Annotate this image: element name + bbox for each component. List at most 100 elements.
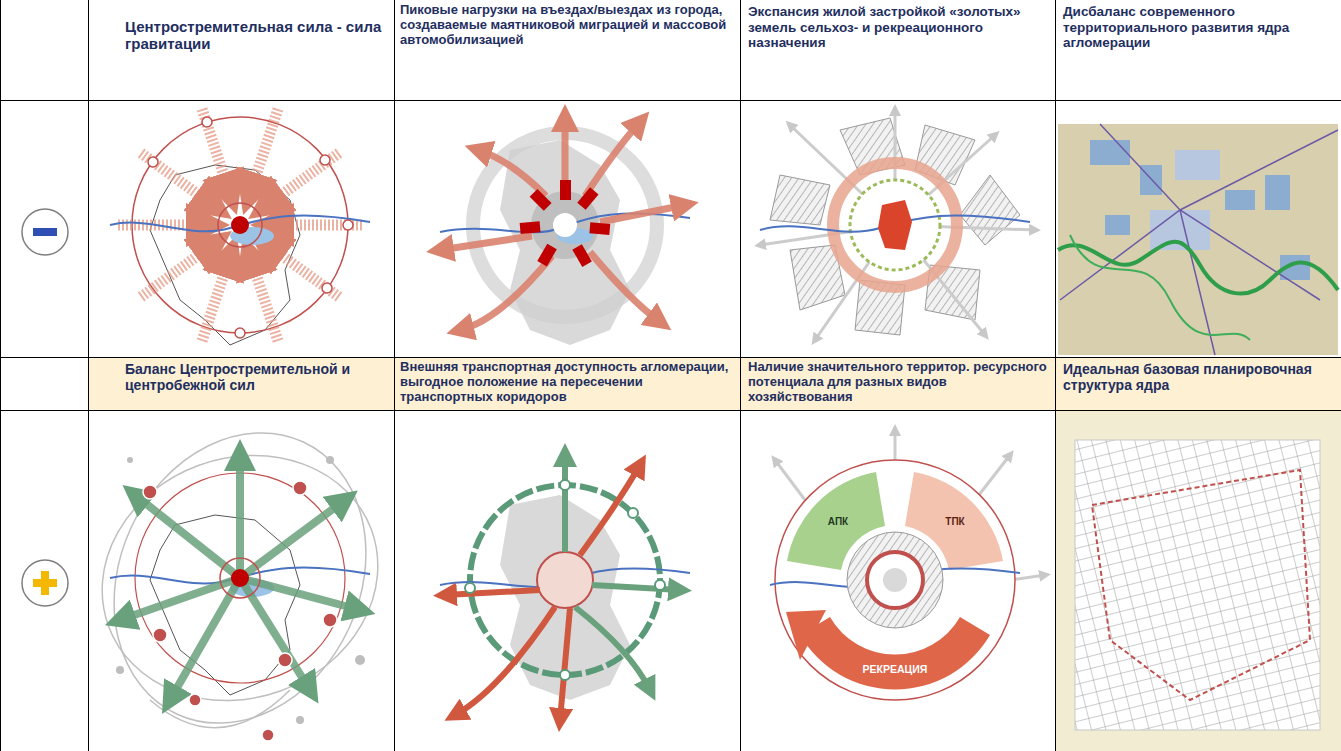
core-map xyxy=(1058,124,1338,355)
balance-scheme xyxy=(355,655,365,665)
minus-icon xyxy=(33,228,57,236)
resources-scheme xyxy=(847,532,943,628)
core-map xyxy=(1090,140,1130,165)
core-map xyxy=(1105,215,1130,235)
sector-label: ТПК xyxy=(935,516,975,528)
traffic-peaks-scheme xyxy=(537,244,557,267)
transport-access-scheme xyxy=(560,480,570,490)
traffic-peaks-scheme xyxy=(520,180,611,267)
transport-access-scheme xyxy=(455,607,555,715)
core-map xyxy=(1070,235,1250,340)
traffic-peaks-scheme xyxy=(553,213,577,237)
transport-access-scheme xyxy=(560,670,570,680)
transport-access-scheme xyxy=(575,607,650,690)
core-map xyxy=(1265,175,1290,210)
gravity-scheme xyxy=(320,155,330,165)
resources-scheme xyxy=(975,455,1010,500)
column-heading: Пиковые нагрузки на въездах/выездах из г… xyxy=(400,3,736,48)
expansion-scheme xyxy=(850,180,940,270)
expansion-scheme xyxy=(960,175,1020,245)
resources-scheme xyxy=(775,460,805,500)
table-grid xyxy=(0,357,1341,358)
resources-scheme xyxy=(883,568,907,592)
core-map xyxy=(1060,124,1338,355)
traffic-peaks-scheme xyxy=(440,236,532,250)
gravity-scheme xyxy=(266,153,339,206)
traffic-peaks-scheme xyxy=(600,205,685,222)
gravity-scheme xyxy=(202,117,212,127)
transport-access-scheme xyxy=(565,455,680,690)
traffic-peaks-scheme xyxy=(560,180,571,200)
row-heading: Баланс Центростремительной и центробежно… xyxy=(125,361,390,393)
minus-icon xyxy=(22,209,68,255)
minus-icon xyxy=(22,209,68,255)
traffic-peaks-scheme xyxy=(520,221,541,234)
balance-scheme xyxy=(278,653,292,667)
row-grounds xyxy=(88,357,1341,410)
row-heading: Наличие значительного территор. ресурсно… xyxy=(748,360,1050,405)
resources-scheme xyxy=(775,460,1015,700)
plus-icon xyxy=(41,571,49,595)
street-grid-plan xyxy=(1092,470,1310,700)
balance-scheme xyxy=(116,456,365,724)
column-heading: Дисбаланс современного территориального … xyxy=(1063,4,1335,51)
expansion-scheme xyxy=(833,163,957,287)
gravity-scheme xyxy=(343,220,353,230)
balance-scheme xyxy=(120,455,360,700)
gravity-scheme xyxy=(141,244,214,297)
transport-access-scheme xyxy=(655,580,665,590)
row-heading: Идеальная базовая планировочная структур… xyxy=(1063,361,1335,393)
traffic-peaks-scheme xyxy=(572,244,592,267)
traffic-peaks-scheme xyxy=(585,122,640,196)
gravity-scheme xyxy=(148,117,353,338)
resources-scheme xyxy=(786,610,826,660)
table-grid xyxy=(1055,0,1056,751)
balance-scheme xyxy=(236,455,244,578)
transport-access-scheme xyxy=(445,590,540,595)
column-heading: Центростремительная сила - сила гравитац… xyxy=(125,18,387,53)
gravity-scheme xyxy=(141,153,214,206)
balance-scheme xyxy=(67,417,412,738)
gravity-scheme xyxy=(218,203,262,247)
table-grid xyxy=(0,0,1,751)
traffic-peaks-scheme xyxy=(590,252,660,322)
transport-access-scheme xyxy=(537,552,593,608)
gravity-scheme xyxy=(322,283,332,293)
core-map xyxy=(1180,210,1215,355)
resources-scheme xyxy=(770,430,1045,700)
balance-scheme xyxy=(67,391,412,751)
resources-scheme xyxy=(867,552,923,608)
balance-scheme xyxy=(220,558,260,598)
transport-access-scheme xyxy=(445,465,640,720)
traffic-peaks-scheme xyxy=(530,189,552,211)
core-map xyxy=(1175,150,1220,180)
gravity-scheme xyxy=(110,109,370,345)
table-grid xyxy=(0,100,1341,101)
gravity-scheme xyxy=(132,117,348,333)
balance-scheme xyxy=(262,729,274,741)
core-map xyxy=(1058,242,1338,294)
gravity-scheme xyxy=(266,244,339,297)
table-grid xyxy=(88,0,89,751)
gravity-scheme xyxy=(202,109,230,194)
row-grounds xyxy=(1055,410,1341,751)
balance-scheme xyxy=(127,457,133,463)
gravity-scheme xyxy=(272,220,362,231)
gravity-scheme xyxy=(202,256,230,341)
expansion-scheme xyxy=(878,200,912,250)
transport-access-scheme xyxy=(440,455,690,720)
balance-scheme xyxy=(153,628,167,642)
balance-scheme xyxy=(296,716,304,724)
plus-icon xyxy=(22,560,68,606)
transport-access-scheme xyxy=(465,583,475,593)
gravity-scheme xyxy=(250,256,278,341)
balance-scheme xyxy=(143,481,337,741)
plus-icon xyxy=(22,560,68,606)
street-grid-plan xyxy=(1075,440,1320,730)
traffic-peaks-scheme xyxy=(440,118,685,330)
traffic-peaks-scheme xyxy=(589,222,610,235)
transport-access-scheme xyxy=(580,465,640,555)
traffic-peaks-scheme xyxy=(577,187,598,209)
traffic-peaks-scheme xyxy=(562,118,569,190)
